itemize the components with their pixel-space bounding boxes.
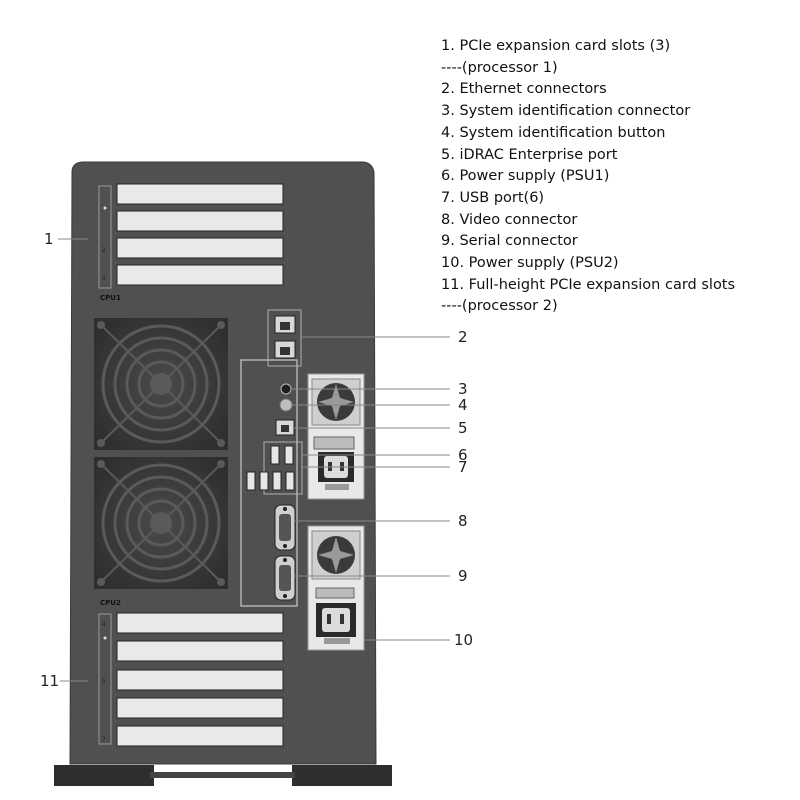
chassis-foot-right xyxy=(292,765,392,786)
legend-item: ----(processor 2) xyxy=(441,298,558,315)
legend-item: 3. System identification connector xyxy=(441,103,691,120)
serial-connector[interactable] xyxy=(274,555,296,601)
pcie-slot[interactable] xyxy=(116,612,284,634)
callout-lines xyxy=(58,238,450,682)
legend-item: 8. Video connector xyxy=(441,211,578,228)
legend-item: 10. Power supply (PSU2) xyxy=(441,255,619,272)
usb-port[interactable] xyxy=(272,471,282,491)
legend-item: 2. Ethernet connectors xyxy=(441,81,607,98)
cpu1-label: CPU1 xyxy=(100,294,121,302)
pcie-slot[interactable] xyxy=(116,725,284,747)
pcie-slot[interactable] xyxy=(116,237,284,259)
legend-item: 5. iDRAC Enterprise port xyxy=(441,146,618,163)
callout-9: 9 xyxy=(458,567,468,585)
legend-list: 1. PCIe expansion card slots (3) ----(pr… xyxy=(441,36,791,318)
callout-11: 11 xyxy=(40,672,59,690)
legend-item: 9. Serial connector xyxy=(441,233,578,250)
callout-4: 4 xyxy=(458,396,468,414)
usb-ports xyxy=(246,441,303,495)
system-id-button[interactable] xyxy=(279,398,293,412)
pcie-slot[interactable] xyxy=(116,264,284,286)
pcie-slot[interactable] xyxy=(116,640,284,662)
usb-port[interactable] xyxy=(246,471,256,491)
legend-item: 7. USB port(6) xyxy=(441,189,545,206)
cpu2-label: CPU2 xyxy=(100,599,121,607)
callout-5: 5 xyxy=(458,419,468,437)
callout-10: 10 xyxy=(454,631,473,649)
slot-number: 7 xyxy=(102,736,106,743)
legend-item: ----(processor 1) xyxy=(441,59,558,76)
chassis-foot-left xyxy=(54,765,154,786)
callout-3: 3 xyxy=(458,380,468,398)
power-supply-psu1[interactable] xyxy=(307,373,365,500)
slot-number: 3 xyxy=(102,275,106,282)
legend-item: 4. System identification button xyxy=(441,124,666,141)
ethernet-connectors xyxy=(267,309,302,367)
pcie-slots-cpu2: 4 5 7 xyxy=(98,612,284,747)
callout-6: 6 xyxy=(458,446,468,464)
usb-port[interactable] xyxy=(284,445,294,465)
legend-item: 1. PCIe expansion card slots (3) xyxy=(441,38,671,54)
io-panel xyxy=(240,359,298,607)
usb-port[interactable] xyxy=(270,445,280,465)
callout-7: 7 xyxy=(458,458,468,476)
usb-port[interactable] xyxy=(285,471,295,491)
pcie-slot[interactable] xyxy=(116,669,284,691)
chassis-base xyxy=(150,772,295,778)
pcie-slot[interactable] xyxy=(116,697,284,719)
callout-1: 1 xyxy=(44,230,54,248)
legend-item: 6. Power supply (PSU1) xyxy=(441,168,610,185)
pcie-slot[interactable] xyxy=(116,183,284,205)
slot-number: 4 xyxy=(102,621,106,628)
pcie-slot[interactable] xyxy=(116,210,284,232)
system-id-connector[interactable] xyxy=(280,383,292,395)
power-supply-psu2[interactable] xyxy=(307,525,365,651)
fan-bottom xyxy=(94,457,228,589)
fan-top xyxy=(94,318,228,450)
callout-8: 8 xyxy=(458,512,468,530)
slot-number: 2 xyxy=(102,247,106,254)
slot-number: 5 xyxy=(102,678,106,685)
callout-2: 2 xyxy=(458,328,468,346)
video-connector[interactable] xyxy=(274,504,296,551)
pcie-slots-cpu1: 2 3 xyxy=(98,183,284,289)
usb-port[interactable] xyxy=(259,471,269,491)
legend-item: 11. Full-height PCIe expansion card slot… xyxy=(441,276,736,293)
